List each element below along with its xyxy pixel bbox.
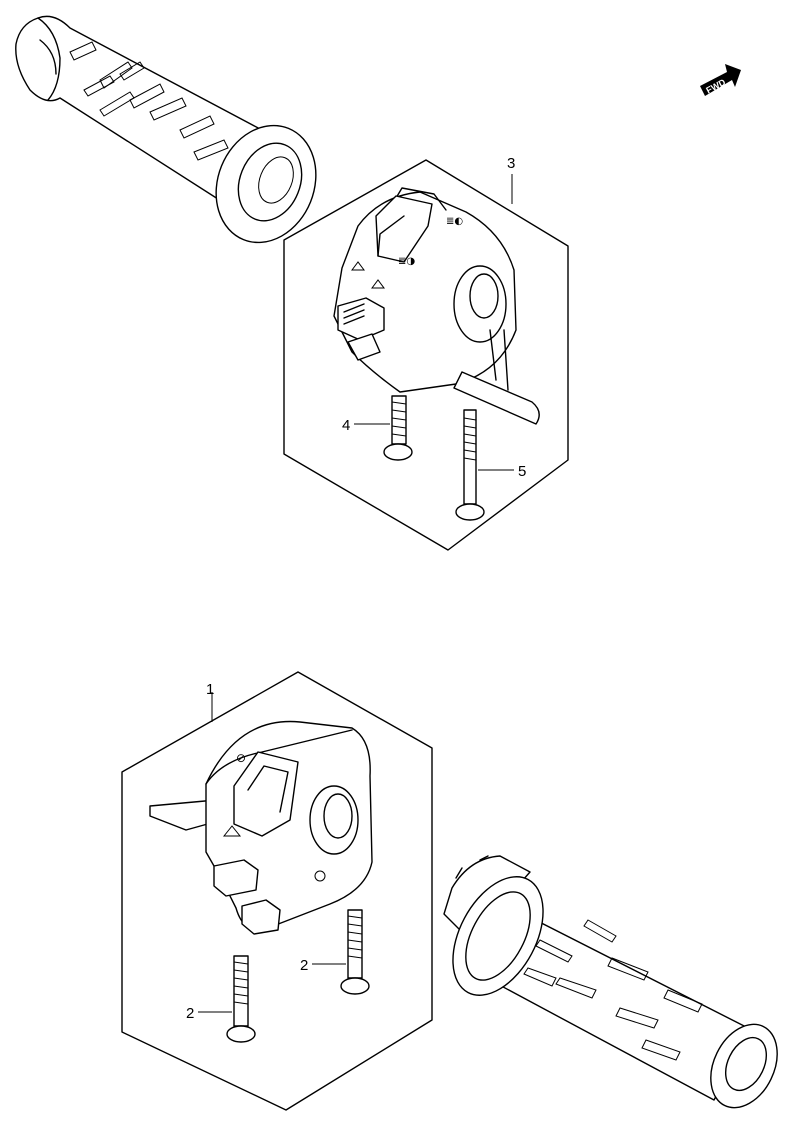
- callout-2a: 2: [186, 1005, 194, 1022]
- highbeam-icon: ≣◑: [398, 256, 415, 267]
- callout-3: 3: [507, 155, 515, 172]
- fwd-arrow-icon: FWD: [700, 64, 741, 96]
- right-switch-assembly: 3 ≣◐ ≣◑: [283, 155, 569, 551]
- callout-1: 1: [206, 681, 214, 698]
- screw-4: 4: [342, 395, 413, 461]
- callout-2b: 2: [300, 957, 308, 974]
- left-handlebar-grip: [15, 15, 317, 244]
- screw-2a: 2: [186, 955, 256, 1043]
- headlight-icon: ≣◐: [446, 216, 463, 227]
- callout-4: 4: [342, 417, 350, 434]
- callout-5: 5: [518, 463, 526, 480]
- screw-5: 5: [455, 409, 526, 521]
- assembly-1-hexagon: [121, 671, 433, 1111]
- turn-signal-icon: ⊘: [236, 751, 246, 765]
- left-switch-assembly: 1 ⊘: [121, 671, 433, 1111]
- screw-2b: 2: [300, 909, 370, 995]
- assembly-3-hexagon: [283, 159, 569, 551]
- throttle-grip: [443, 855, 778, 1109]
